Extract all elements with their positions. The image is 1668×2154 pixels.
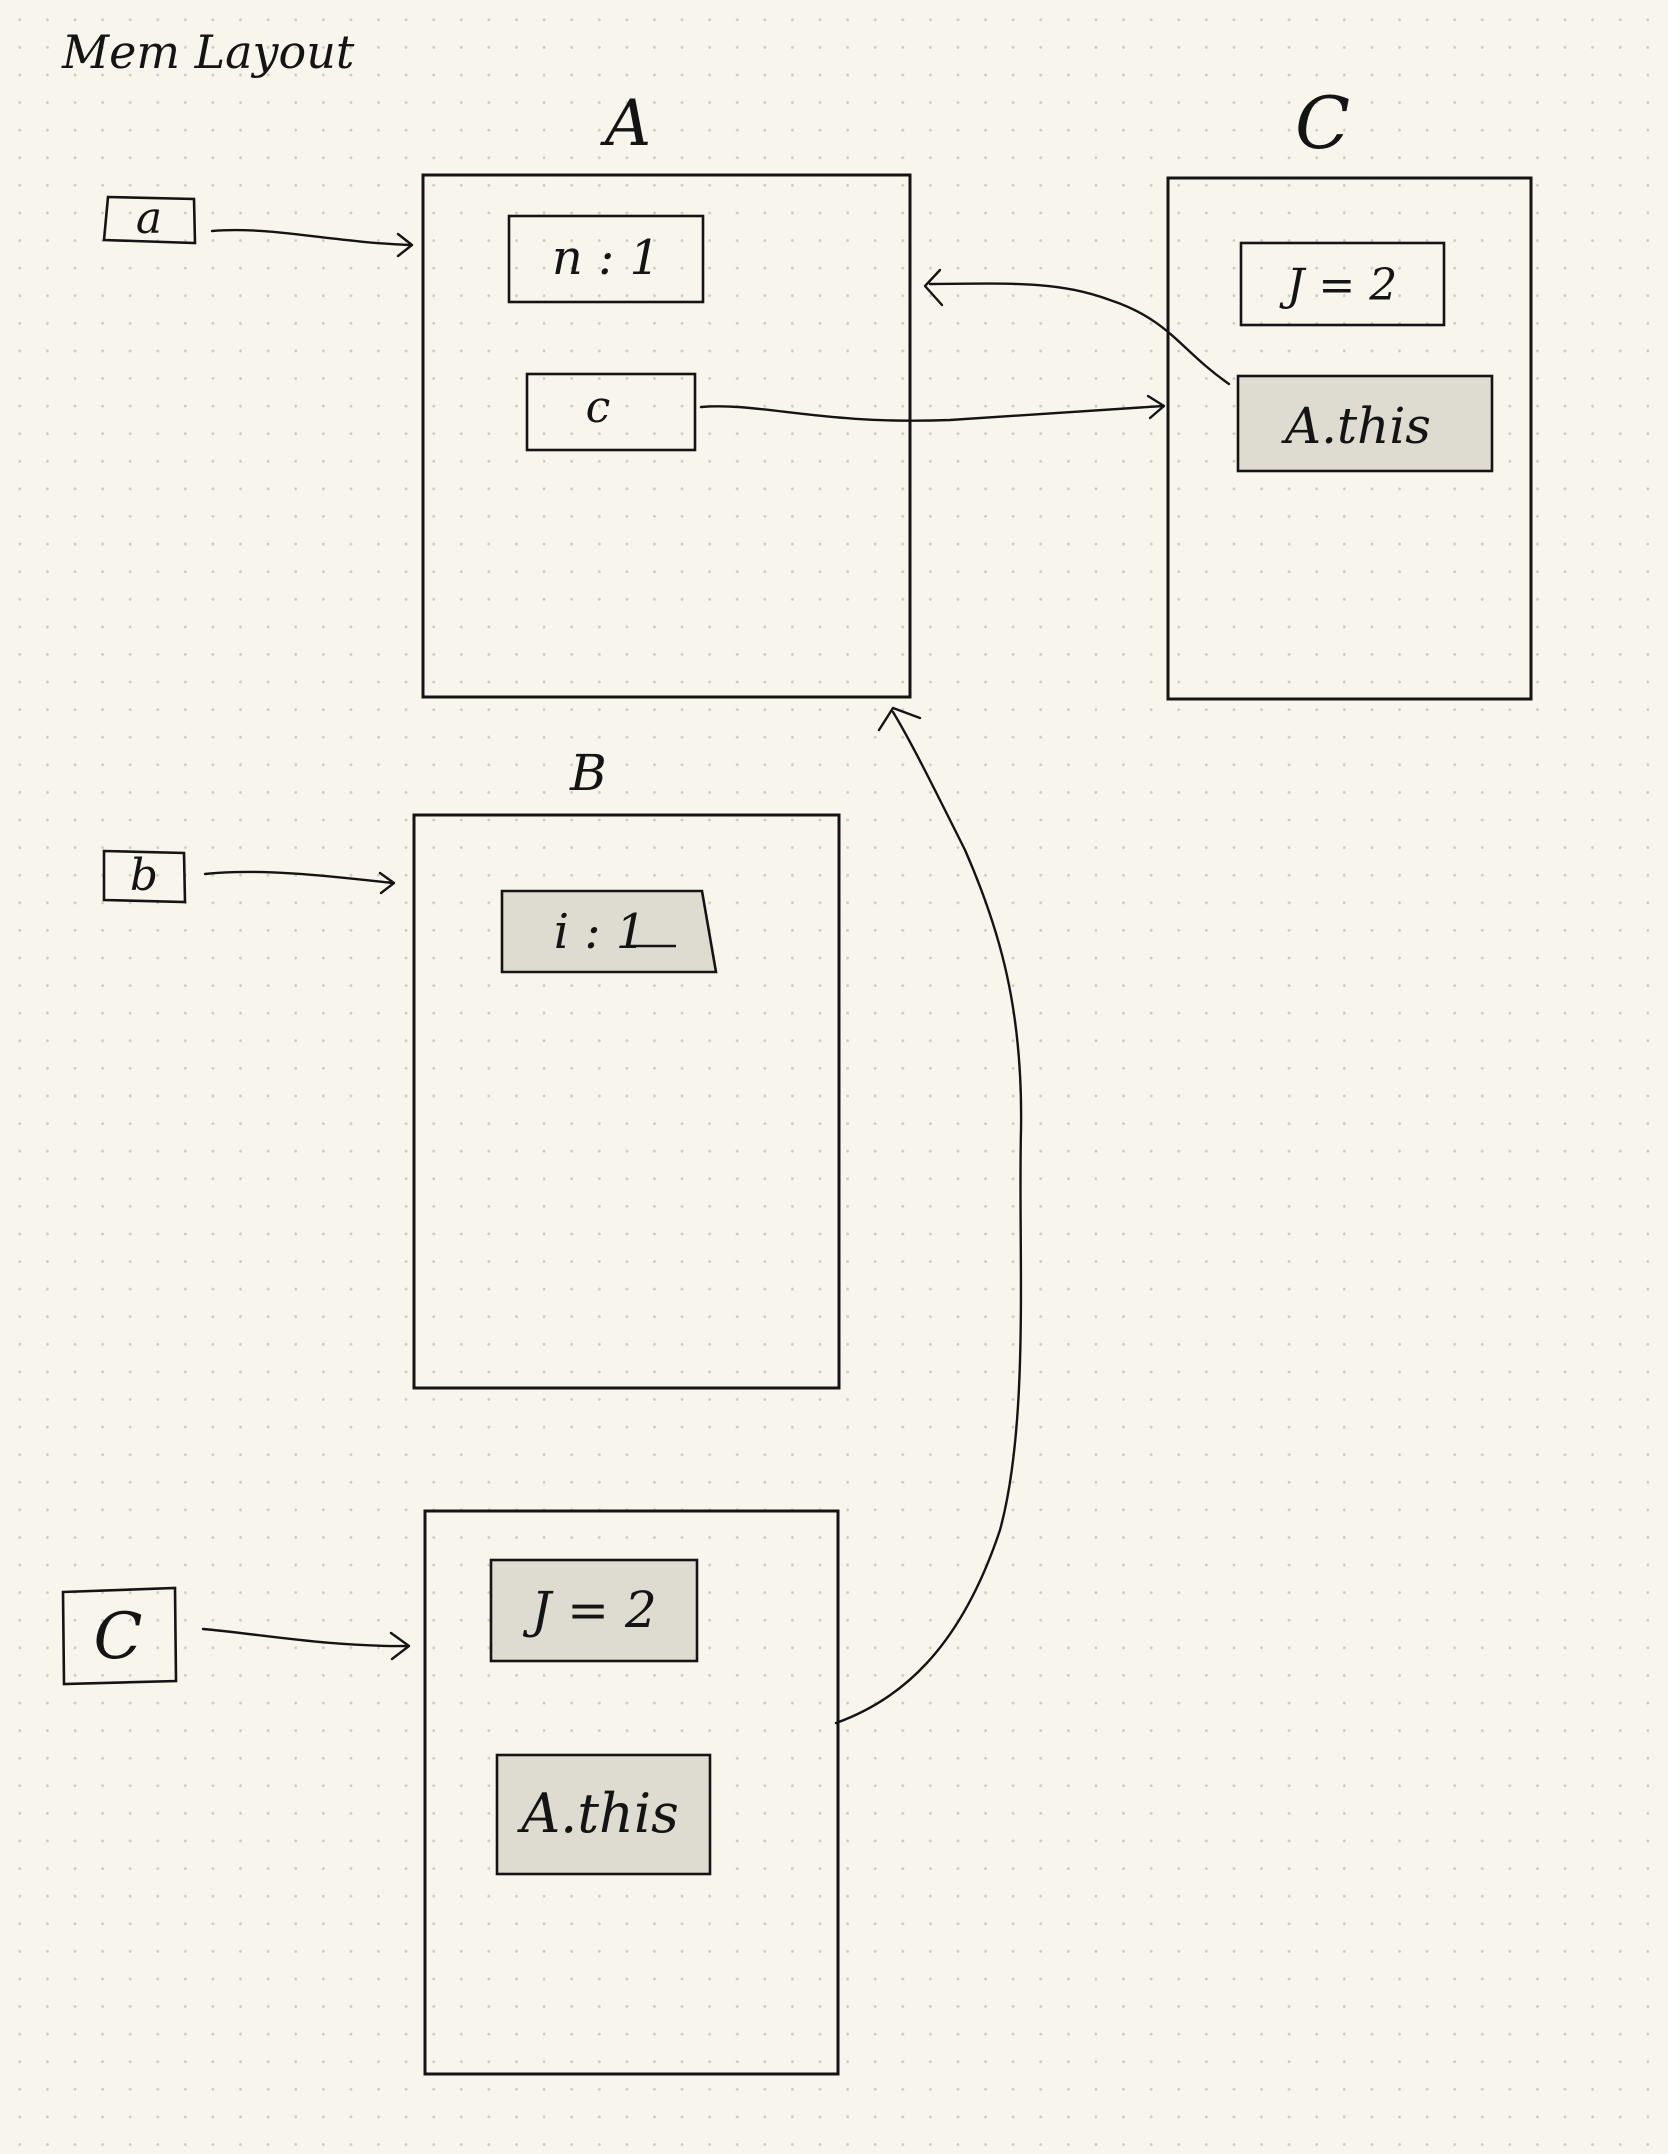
arrow-athis-to-object-a xyxy=(928,282,1231,386)
arrow-athis-to-object-a-head xyxy=(923,268,944,307)
variable-b-label: b xyxy=(130,850,158,901)
object-b-box xyxy=(412,813,841,1390)
variable-a-label: a xyxy=(136,193,162,244)
object-c-field-j-cell xyxy=(1239,241,1446,327)
object-a-field-n-cell xyxy=(507,214,705,304)
arrow-a-to-object-a-head xyxy=(396,232,414,258)
object-c-field-athis: A.this xyxy=(1281,397,1431,455)
variable-c-box xyxy=(61,1586,178,1686)
arrow-c-to-object-c2-head xyxy=(389,1631,411,1661)
object-b-label: B xyxy=(569,744,607,802)
object-c-field-athis-cell xyxy=(1236,374,1494,473)
variable-a-box xyxy=(102,195,197,245)
object-a-box xyxy=(421,173,912,699)
variable-b-box xyxy=(102,849,187,904)
variable-c-label: C xyxy=(94,1600,143,1674)
object-c-box xyxy=(1166,176,1533,701)
arrow-b-to-object-b xyxy=(203,870,395,885)
arrow-c2-athis-to-object-a xyxy=(834,710,1023,1725)
arrow-b-to-object-b-head xyxy=(378,871,396,895)
object-a-field-c-cell xyxy=(525,372,697,452)
arrow-field-c-to-object-c xyxy=(699,404,1165,422)
object-b-field-i-cell xyxy=(500,889,718,974)
object-c2-field-athis: A.this xyxy=(516,1782,679,1845)
object-c2-box xyxy=(423,1509,840,2076)
object-c2-field-athis-cell xyxy=(495,1753,712,1876)
arrow-a-to-object-a xyxy=(210,228,412,247)
object-b-field-i: i : 1 xyxy=(554,904,647,960)
object-a-label: A xyxy=(600,87,651,161)
object-c2-field-j-cell xyxy=(489,1558,699,1663)
arrow-field-c-to-object-c-head xyxy=(1146,394,1166,420)
object-a-field-c: c xyxy=(586,382,611,433)
object-c-label: C xyxy=(1295,81,1350,165)
object-c2-field-j: J = 2 xyxy=(522,1581,657,1639)
object-a-field-n: n : 1 xyxy=(552,230,660,286)
diagram-title: Mem Layout xyxy=(61,25,355,79)
arrow-c-to-object-c2 xyxy=(201,1627,410,1648)
object-c-field-j: J = 2 xyxy=(1279,260,1397,311)
arrow-c2-athis-to-object-a-head xyxy=(877,706,922,732)
